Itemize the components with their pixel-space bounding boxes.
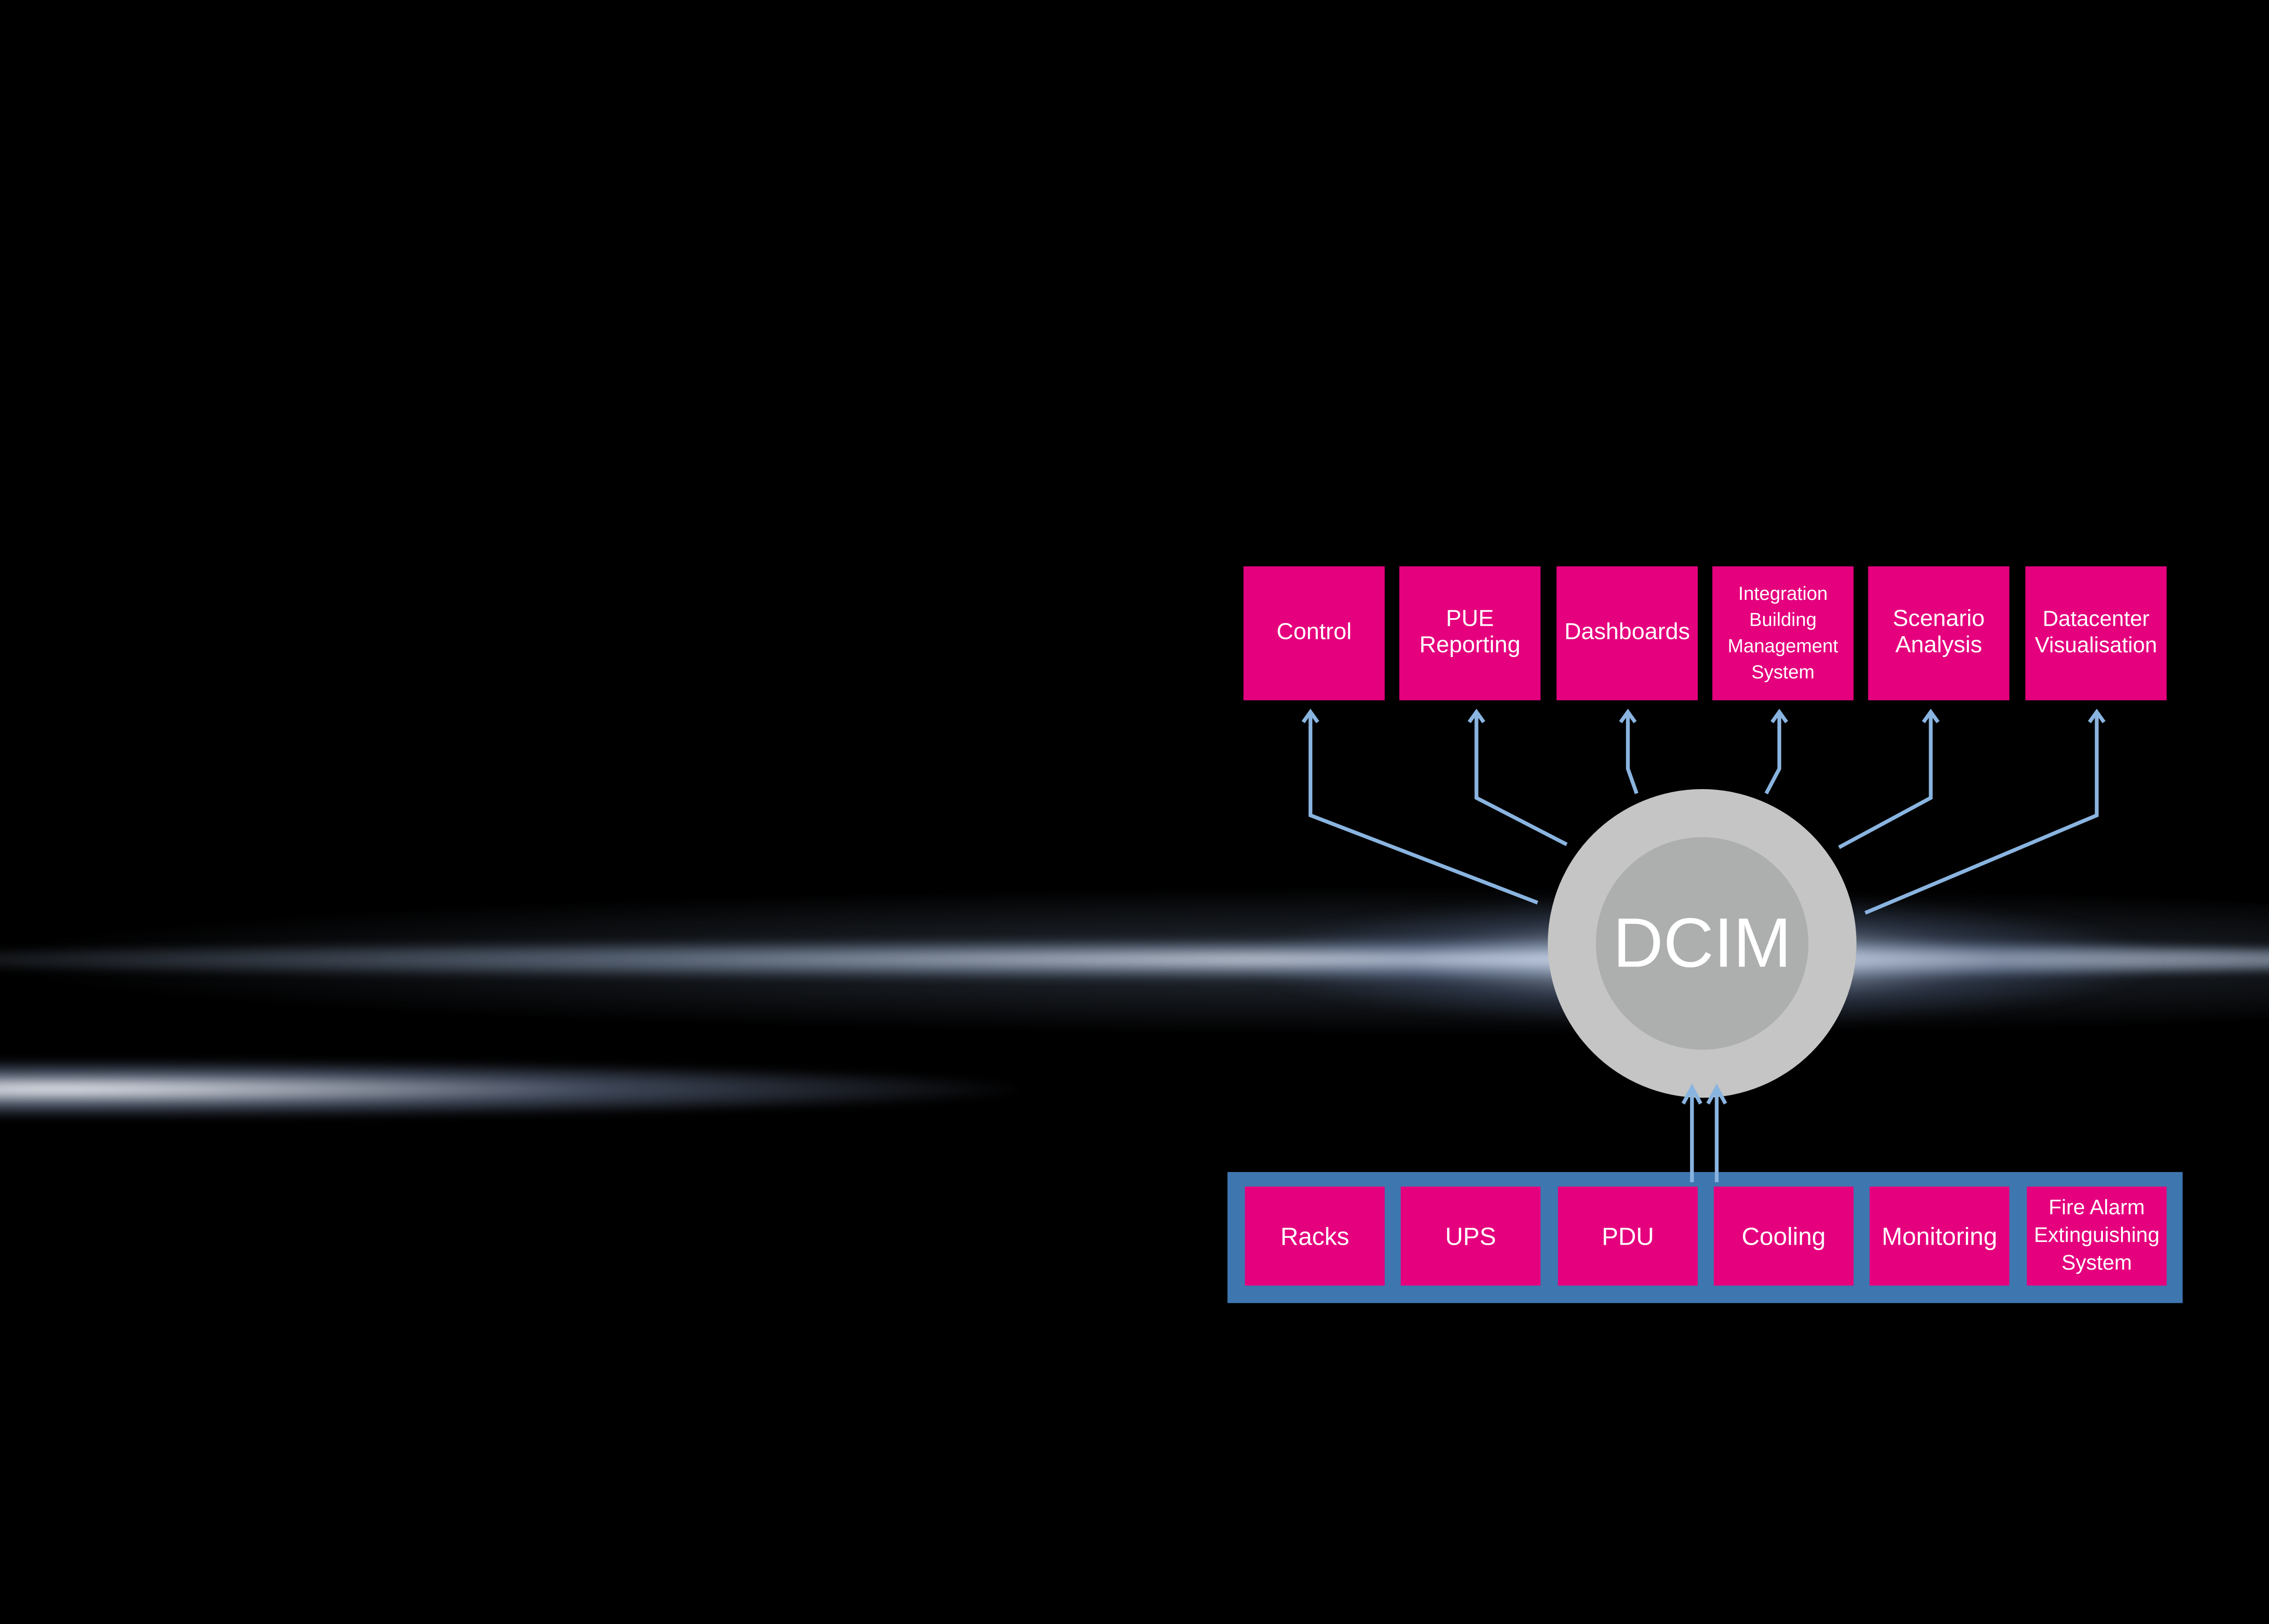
input-ups: UPS: [1400, 1187, 1541, 1286]
input-fire-alarm: Fire Alarm Extinguishing System: [2027, 1187, 2167, 1286]
arrow-datacenter: [1864, 713, 2099, 915]
output-label: Datacenter Visualisation: [2035, 607, 2157, 658]
output-label: Integration Building Management System: [1728, 582, 1838, 683]
arrow-pue: [1474, 713, 1568, 846]
output-control: Control: [1243, 566, 1385, 701]
input-label: PDU: [1601, 1222, 1654, 1250]
output-label: Scenario Analysis: [1892, 607, 1985, 658]
input-pdu: PDU: [1558, 1187, 1698, 1286]
output-label: Control: [1276, 620, 1352, 645]
arrow-scenario: [1838, 713, 1933, 849]
input-label: Cooling: [1742, 1222, 1826, 1250]
input-label: Fire Alarm Extinguishing System: [2034, 1196, 2160, 1275]
output-integration-bms: Integration Building Management System: [1712, 566, 1854, 701]
input-cooling: Cooling: [1714, 1187, 1854, 1286]
input-monitoring: Monitoring: [1869, 1187, 2009, 1286]
output-datacenter-visualisation: Datacenter Visualisation: [2025, 566, 2167, 701]
dcim-hub-inner: DCIM: [1596, 837, 1809, 1050]
arrow-control: [1308, 713, 1538, 905]
output-scenario-analysis: Scenario Analysis: [1868, 566, 2009, 701]
output-dashboards: Dashboards: [1556, 566, 1698, 701]
dcim-label: DCIM: [1613, 905, 1792, 982]
dcim-hub: DCIM: [1547, 789, 1856, 1098]
output-pue-reporting: PUE Reporting: [1399, 566, 1541, 701]
output-label: Dashboards: [1564, 620, 1690, 645]
arrow-integration: [1764, 713, 1782, 795]
input-label: UPS: [1445, 1222, 1496, 1250]
input-label: Monitoring: [1881, 1222, 1998, 1250]
inputs-frame: [1227, 1172, 2183, 1303]
arrow-dashboards: [1626, 713, 1639, 795]
input-label: Racks: [1280, 1222, 1350, 1250]
input-racks: Racks: [1245, 1187, 1385, 1286]
output-label: PUE Reporting: [1419, 607, 1521, 658]
